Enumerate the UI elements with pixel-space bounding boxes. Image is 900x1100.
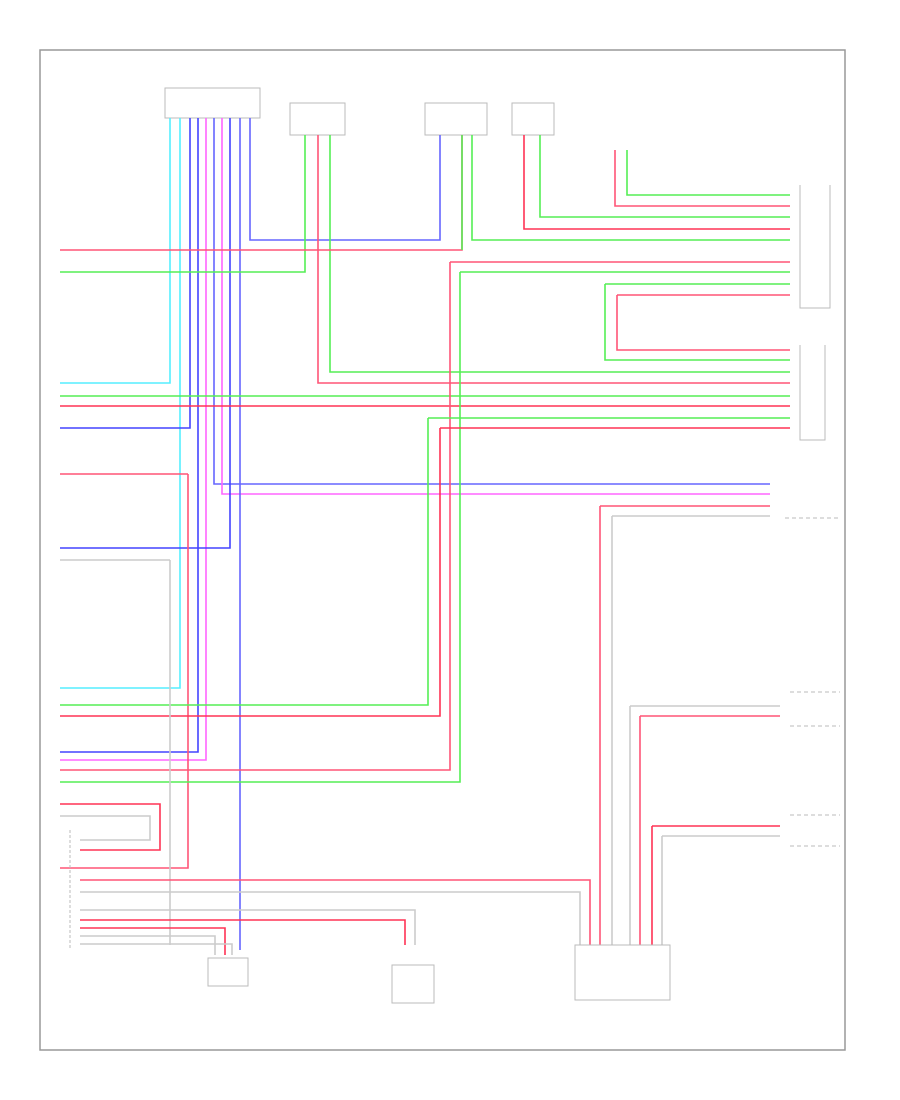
wire-pink-h6v xyxy=(616,295,790,351)
wire-gray-bl4 xyxy=(80,891,581,945)
bottom-connector-3 xyxy=(574,944,671,1001)
wires-connector-3 xyxy=(60,135,790,251)
diagram-border xyxy=(39,49,846,1051)
wire-red-bl1 xyxy=(60,803,161,851)
wire-blue-1 xyxy=(60,118,191,429)
right-connector-1 xyxy=(799,185,831,309)
wire-pink-5a xyxy=(614,150,790,207)
wire-blue-3 xyxy=(213,118,770,485)
right-connector-5 xyxy=(790,814,840,847)
wires-right-lower xyxy=(629,705,780,945)
wire-green-h7v xyxy=(60,418,429,706)
bottom-connector-1 xyxy=(207,957,249,987)
top-connector-3 xyxy=(424,102,488,136)
wire-green-h4v xyxy=(60,272,461,783)
wire-red-left-b xyxy=(60,474,189,869)
wire-red-h8v xyxy=(60,428,441,717)
wire-blue-5 xyxy=(249,118,441,241)
wire-cyan-2 xyxy=(60,118,181,689)
wires-connector-2 xyxy=(60,135,790,384)
wire-gray-bl6 xyxy=(80,909,416,945)
bottom-connector-2 xyxy=(391,964,435,1004)
top-connector-2 xyxy=(289,102,346,136)
wire-pink-2b xyxy=(317,135,790,384)
wire-green-h5v xyxy=(604,284,790,361)
wires-connector-4-5 xyxy=(523,135,790,230)
wire-gray-r1 xyxy=(629,705,780,945)
wire-green-2a xyxy=(60,135,306,273)
top-connector-4 xyxy=(511,102,555,136)
wire-violet-1 xyxy=(60,118,207,761)
wire-gray-r4 xyxy=(661,835,780,945)
wire-pink-3a xyxy=(60,135,463,251)
wire-green-5b xyxy=(626,150,790,196)
wires-bottom-left xyxy=(60,803,591,955)
right-connector-4 xyxy=(790,691,840,727)
wire-pink-r2 xyxy=(639,715,780,945)
wire-red-bl7 xyxy=(80,927,226,955)
wire-red-4a xyxy=(523,135,790,230)
wire-blue-4 xyxy=(60,118,231,549)
wire-violet-2 xyxy=(221,118,770,495)
wire-green-2c xyxy=(329,135,790,373)
wire-green-4b xyxy=(539,135,790,218)
wire-pink-h3v xyxy=(60,262,451,771)
right-connector-2 xyxy=(799,345,826,441)
wires-horizontal xyxy=(60,261,790,945)
wire-gray-bl9 xyxy=(80,943,233,955)
wire-gray-bl2 xyxy=(60,815,151,841)
wire-blue-2 xyxy=(60,118,199,753)
top-connector-1 xyxy=(164,87,261,119)
wire-pink-bl3 xyxy=(80,879,591,945)
wire-green-3b xyxy=(471,135,790,241)
wire-cyan-1 xyxy=(60,118,171,384)
wire-red-r3 xyxy=(651,825,780,945)
wires-left-connector xyxy=(60,118,770,950)
wire-gray-bl8 xyxy=(80,935,216,955)
wire-red-bl5 xyxy=(80,919,406,945)
